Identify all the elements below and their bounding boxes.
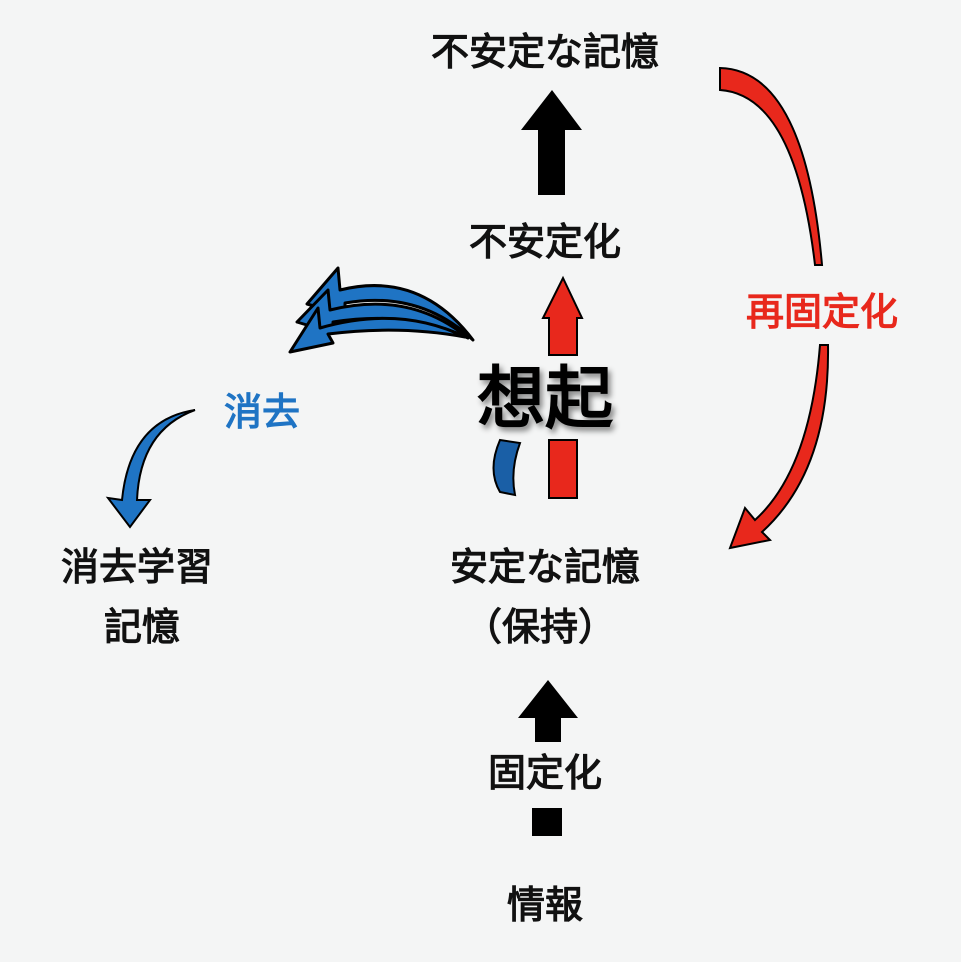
node-destabilization: 不安定化 xyxy=(469,220,621,264)
node-recall: 想起 xyxy=(477,360,614,439)
arrow-recall-to-extinction xyxy=(288,266,475,354)
node-consolidation: 固定化 xyxy=(488,751,602,795)
node-information: 情報 xyxy=(507,883,583,927)
node-extinction-memory-line1: 消去学習 xyxy=(61,545,213,589)
arrow-up-black-top xyxy=(521,90,582,195)
node-stable-memory-line2: （保持） xyxy=(464,605,616,649)
blue-arc-fragment xyxy=(492,438,522,497)
node-extinction-memory-line2: 記憶 xyxy=(104,605,180,649)
node-unstable-memory: 不安定な記憶 xyxy=(431,30,659,74)
arrow-extinction-to-memory xyxy=(105,409,196,529)
label-reconsolidation: 再固定化 xyxy=(746,290,898,334)
arrow-reconsolidation xyxy=(719,66,830,550)
arrow-tail-block xyxy=(532,808,562,836)
arrow-up-black-bottom xyxy=(518,680,578,742)
arrow-up-red-head xyxy=(541,275,584,356)
node-stable-memory-line1: 安定な記憶 xyxy=(450,545,640,589)
arrow-up-red-shaft xyxy=(548,439,578,499)
node-extinction: 消去 xyxy=(224,390,300,434)
